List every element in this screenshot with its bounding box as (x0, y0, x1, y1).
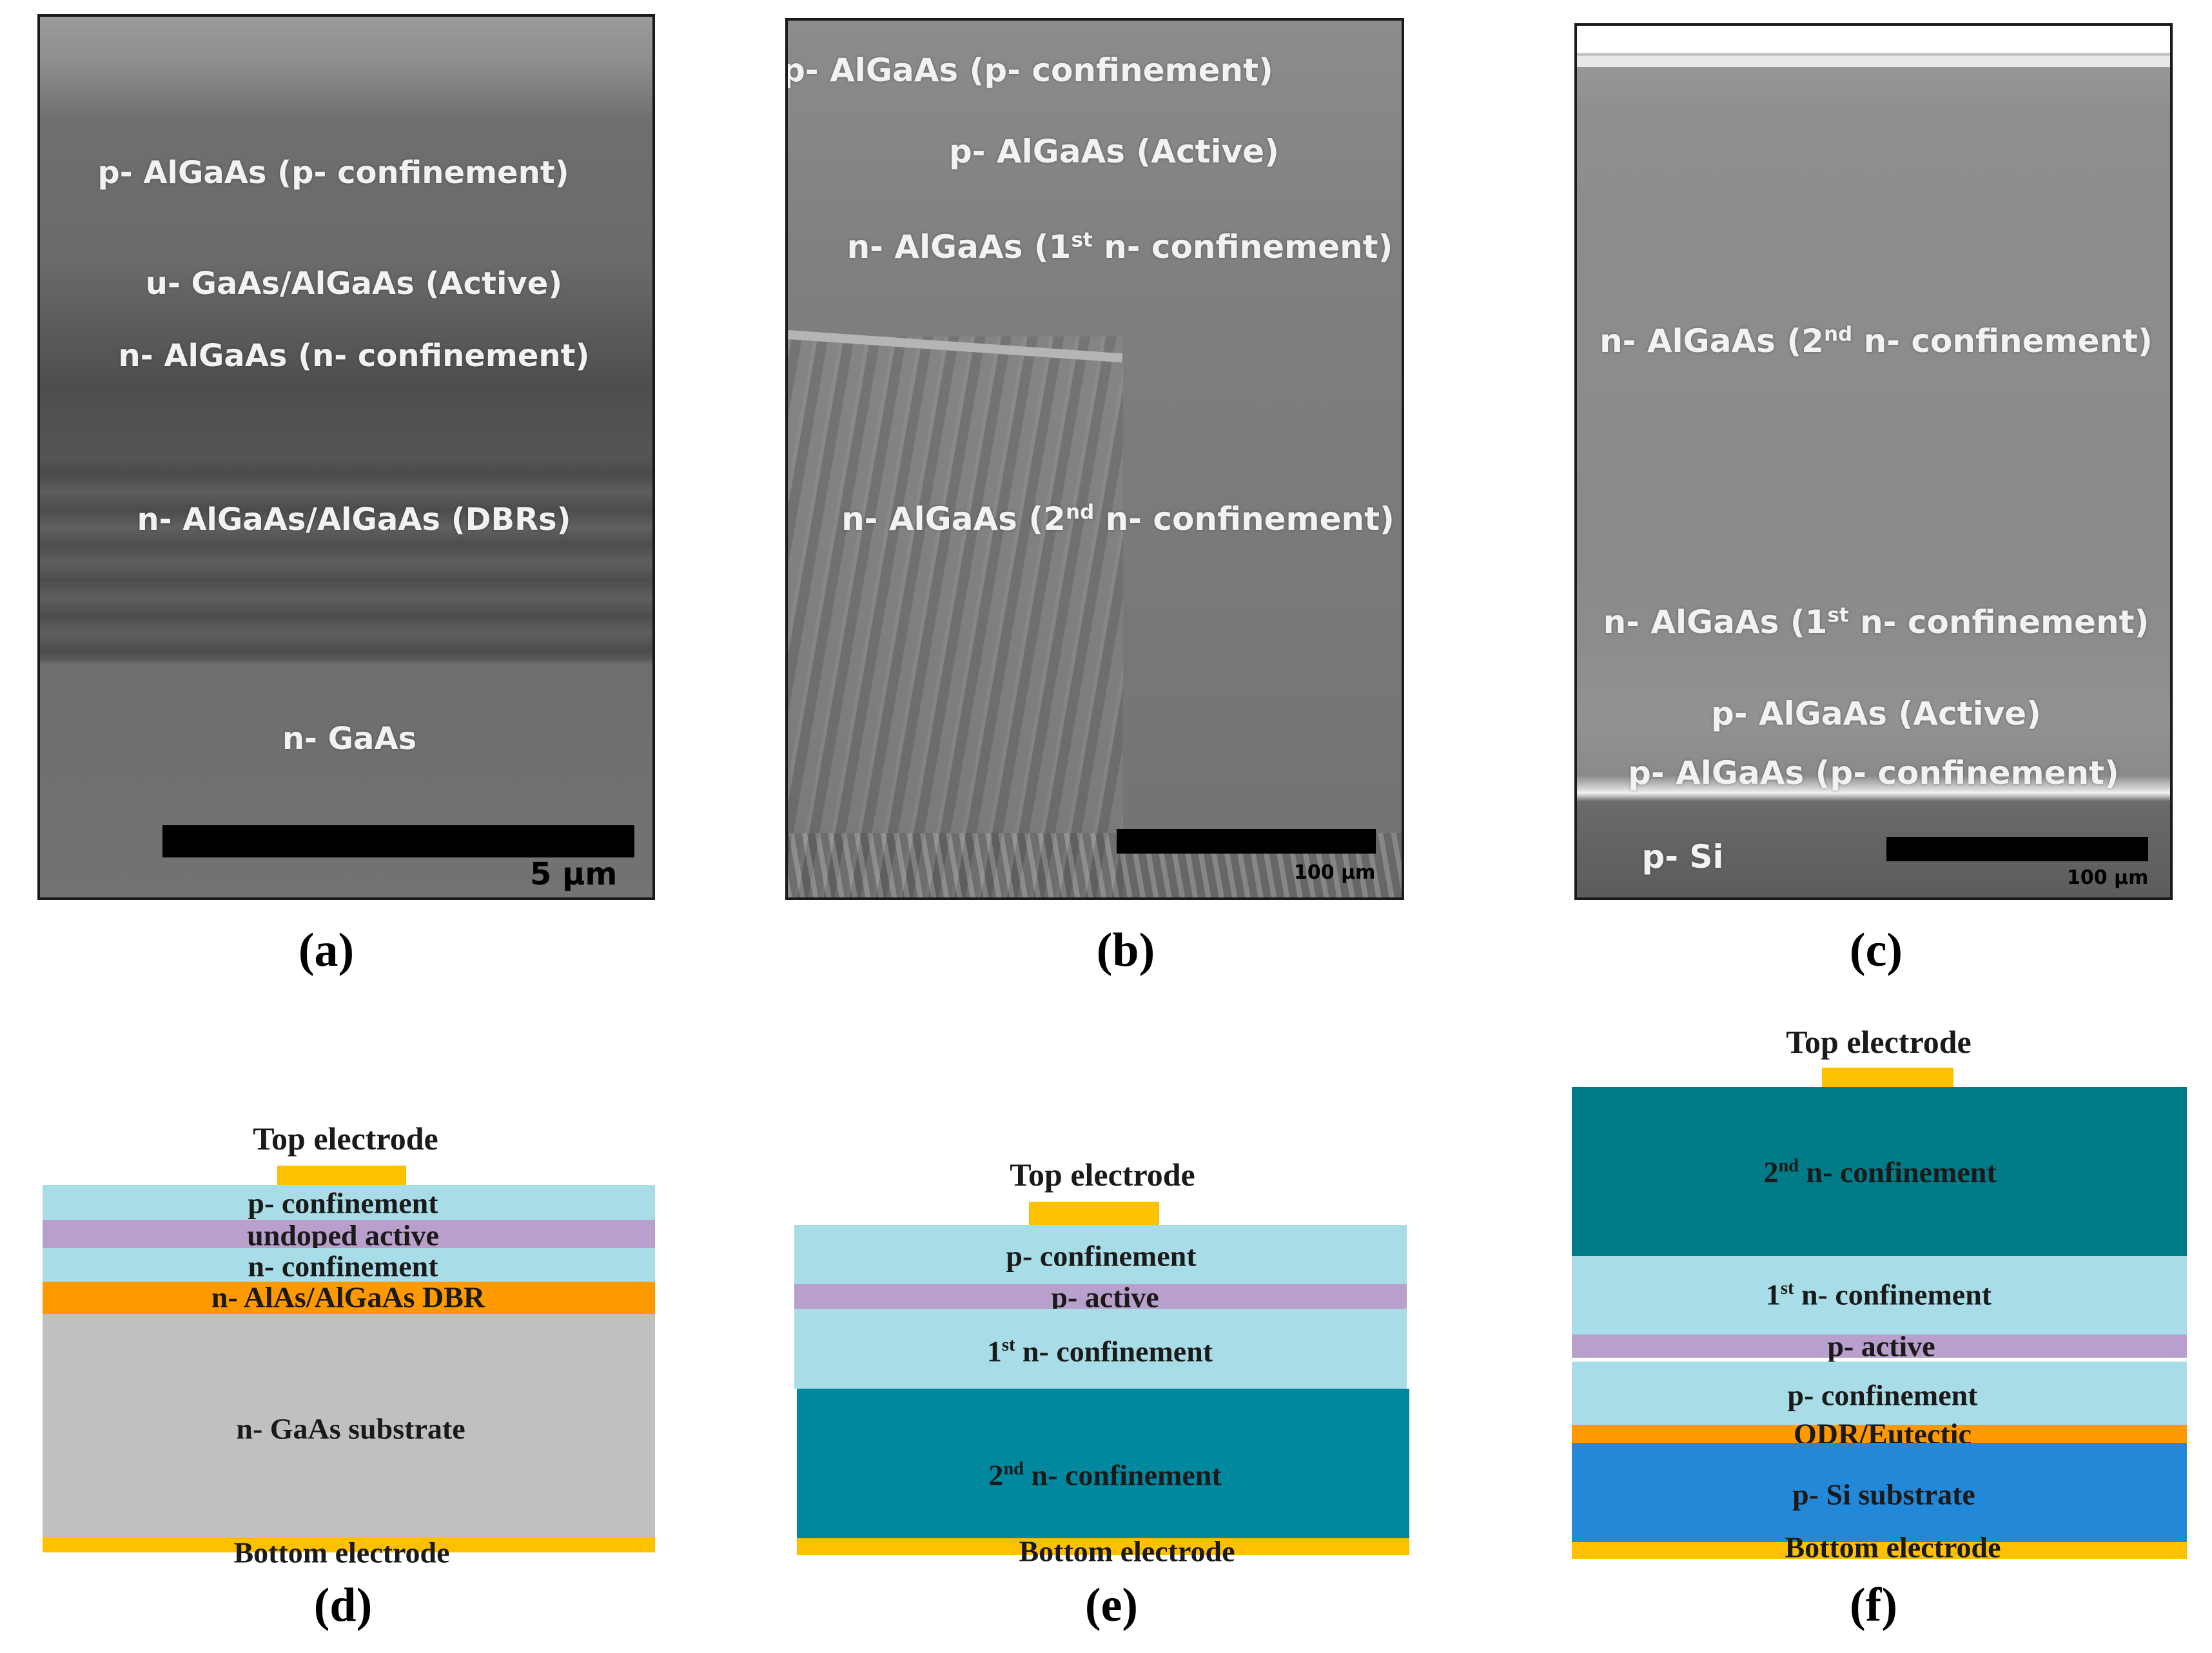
e-label-bottom: Bottom electrode (1019, 1534, 1235, 1568)
d-layer-n-confinement (43, 1248, 655, 1282)
d-label-bottom: Bottom electrode (233, 1536, 450, 1569)
sem-c-label-p-confinement: p- AlGaAs (p- confinement) (1628, 754, 2119, 792)
sem-a-label-dbrs: n- AlGaAs/AlGaAs (DBRs) (137, 502, 571, 538)
d-top-electrode (277, 1166, 406, 1185)
sem-b-label-n1-confinement: n- AlGaAs (1st n- confinement) (847, 228, 1393, 266)
f-label-n2-confinement: 2nd n- confinement (1763, 1155, 1997, 1189)
sem-c-label-si: p- Si (1641, 838, 1724, 875)
f-layer-odr (1572, 1425, 2187, 1443)
sem-b-label-active: p- AlGaAs (Active) (948, 133, 1280, 170)
e-bottom-electrode (797, 1538, 1409, 1555)
d-label-p-confinement: p- confinement (248, 1186, 438, 1220)
scale-text-c: 100 μm (2067, 866, 2149, 889)
e-label-active: p- active (1051, 1280, 1159, 1314)
e-layer-n1-confinement (794, 1309, 1407, 1389)
e-top-electrode (1029, 1202, 1159, 1225)
d-layer-substrate (43, 1314, 655, 1537)
sem-a-label-p-confinement: p- AlGaAs (p- confinement) (97, 155, 569, 191)
sem-c-label-n2-confinement: n- AlGaAs (2nd n- confinement) (1600, 322, 2153, 360)
sem-b-label-p-confinement: p- AlGaAs (p- confinement) (785, 52, 1273, 89)
sem-b-label-n2-confinement: n- AlGaAs (2nd n- confinement) (841, 500, 1395, 538)
d-label-dbr: n- AlAs/AlGaAs DBR (211, 1280, 485, 1314)
scale-bar-c (1886, 837, 2148, 861)
e-layer-n2-confinement (797, 1389, 1409, 1538)
e-label-p-confinement: p- confinement (1006, 1239, 1197, 1273)
f-label-si-substrate: p- Si substrate (1792, 1478, 1975, 1511)
d-bottom-electrode (43, 1537, 655, 1552)
d-label-substrate: n- GaAs substrate (236, 1412, 465, 1445)
f-label-active: p- active (1827, 1329, 1935, 1363)
top-surface-line (1577, 55, 2170, 67)
f-layer-n2-confinement (1572, 1087, 2187, 1256)
sem-image-a: p- AlGaAs (p- confinement) u- GaAs/AlGaA… (37, 14, 655, 900)
e-layer-p-confinement (794, 1225, 1407, 1284)
f-label-bottom: Bottom electrode (1785, 1531, 2001, 1564)
f-bottom-electrode (1572, 1542, 2187, 1559)
d-layer-p-confinement (43, 1185, 655, 1220)
sem-a-label-gaas: n- GaAs (282, 721, 417, 757)
f-top-electrode (1822, 1068, 1953, 1087)
sem-a-label-active: u- GaAs/AlGaAs (Active) (145, 266, 563, 302)
d-layer-active (43, 1220, 655, 1248)
d-top-electrode-label: Top electrode (253, 1120, 438, 1157)
caption-e: (e) (1084, 1579, 1139, 1632)
d-label-n-confinement: n- confinement (248, 1249, 438, 1283)
caption-f: (f) (1850, 1579, 1897, 1632)
f-label-p-confinement: p- confinement (1787, 1378, 1978, 1412)
f-layer-p-confinement (1572, 1362, 2187, 1425)
fracture-region (788, 337, 1123, 897)
f-top-electrode-label: Top electrode (1786, 1024, 1972, 1060)
f-layer-active (1572, 1335, 2187, 1358)
d-layer-dbr (43, 1282, 655, 1314)
f-label-n1-confinement: 1st n- confinement (1765, 1278, 1992, 1311)
f-layer-si-substrate (1572, 1443, 2187, 1542)
scale-text-b: 100 μm (1294, 861, 1376, 884)
sem-c-label-n1-confinement: n- AlGaAs (1st n- confinement) (1603, 603, 2149, 641)
caption-b: (b) (1096, 924, 1155, 977)
e-label-n2-confinement: 2nd n- confinement (988, 1458, 1222, 1492)
caption-c: (c) (1849, 924, 1903, 977)
e-top-electrode-label: Top electrode (1010, 1157, 1195, 1193)
f-layer-n1-confinement (1572, 1256, 2187, 1335)
caption-d: (d) (313, 1579, 373, 1632)
e-label-n1-confinement: 1st n- confinement (986, 1335, 1213, 1368)
sem-c-label-active: p- AlGaAs (Active) (1710, 695, 2042, 732)
scale-text-a: 5 μm (530, 856, 618, 892)
caption-a: (a) (298, 924, 355, 977)
scale-bar-b (1117, 829, 1376, 854)
sem-image-c: n- AlGaAs (2nd n- confinement) n- AlGaAs… (1574, 23, 2173, 900)
sem-a-label-n-confinement: n- AlGaAs (n- confinement) (118, 338, 590, 374)
scale-bar-a (162, 825, 634, 857)
sem-image-b: p- AlGaAs (p- confinement) p- AlGaAs (Ac… (785, 18, 1404, 900)
d-label-active: undoped active (247, 1218, 439, 1252)
e-layer-active (794, 1284, 1407, 1309)
